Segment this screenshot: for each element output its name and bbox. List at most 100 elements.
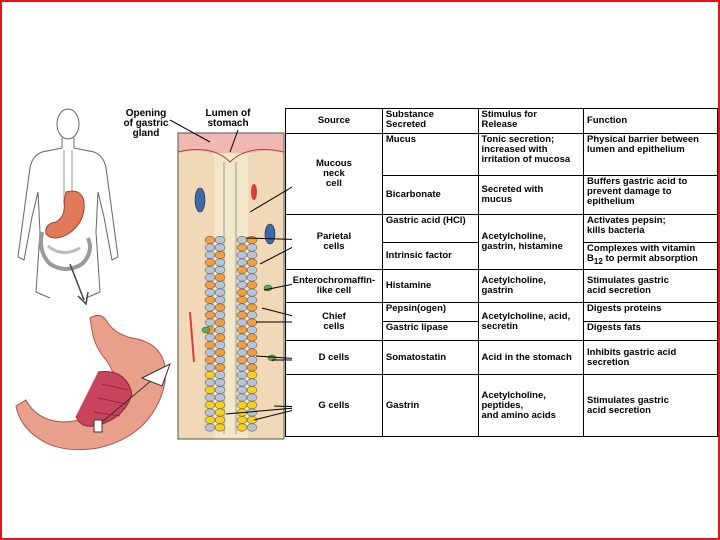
- gland-cell: [214, 258, 226, 267]
- substance-mucus: Mucus: [381, 133, 479, 176]
- gland-cell: [246, 333, 258, 342]
- gland-cell: [214, 378, 226, 387]
- gastric-gland-section: [178, 133, 284, 439]
- gland-cell: [236, 288, 248, 297]
- gland-cell: [236, 251, 248, 259]
- source-g-cells: G cells: [285, 374, 383, 437]
- gland-cell: [236, 348, 248, 357]
- gland-cell: [246, 243, 258, 252]
- gland-cell: [236, 341, 248, 349]
- gland-cell: [236, 236, 248, 244]
- gland-cell: [214, 296, 226, 304]
- gland-cell: [246, 251, 258, 259]
- gland-cell: [214, 356, 226, 364]
- gland-cell: [204, 408, 216, 417]
- function-intrinsic-line1: Complexes with vitamin: [587, 243, 696, 254]
- gland-cell: [236, 311, 248, 319]
- stomach-illustration: [15, 108, 292, 451]
- gland-cell: [246, 386, 258, 394]
- source-ecl-cell: Enterochromaffin-like cell: [285, 269, 383, 303]
- table-row: Enterochromaffin-like cell Histamine Ace…: [285, 269, 718, 303]
- function-gastric-lipase: Digests fats: [583, 321, 718, 341]
- table-row: Gastric lipase Digests fats: [286, 321, 718, 341]
- gland-cell: [214, 333, 226, 342]
- substance-gastrin: Gastrin: [381, 374, 479, 437]
- arrow-down-icon: [77, 291, 89, 306]
- gland-cell: [246, 296, 258, 304]
- gland-cell: [214, 393, 226, 402]
- gland-cell: [204, 416, 216, 424]
- gland-cell: [214, 236, 226, 244]
- gland-cell: [246, 393, 258, 402]
- gland-cell: [204, 356, 216, 364]
- gland-cell: [236, 401, 248, 409]
- gland-cell: [246, 311, 258, 319]
- gland-cell: [204, 311, 216, 319]
- gland-cell: [204, 266, 216, 274]
- substance-bicarbonate: Bicarbonate: [381, 175, 479, 215]
- stimulus-parietal: Acetylcholine,gastrin, histamine: [477, 214, 585, 270]
- gland-cell: [214, 243, 226, 252]
- gland-cell: [204, 236, 216, 244]
- gland-cell: [204, 333, 216, 342]
- gland-cell: [214, 371, 226, 379]
- gland-cell: [214, 266, 226, 274]
- gland-cell: [246, 363, 258, 372]
- gland-cell: [236, 423, 248, 432]
- gland-cell: [204, 371, 216, 379]
- figure-stomach: [39, 190, 92, 271]
- substance-gastric-acid: Gastric acid (HCl): [381, 214, 479, 243]
- gland-cell: [236, 356, 248, 364]
- gland-cell: [236, 333, 248, 342]
- gland-cell: [236, 281, 248, 289]
- gland-cell: [236, 393, 248, 402]
- gland-cell: [214, 408, 226, 417]
- gland-cell: [246, 318, 258, 327]
- gland-cell: [236, 266, 248, 274]
- gland-cell: [204, 363, 216, 372]
- gland-cell: [236, 363, 248, 372]
- gland-cell: [214, 273, 226, 282]
- gland-cell: [204, 423, 216, 432]
- substance-histamine: Histamine: [381, 269, 479, 303]
- gland-cell: [204, 303, 216, 312]
- function-pepsinogen: Digests proteins: [583, 302, 718, 322]
- human-figure: [17, 108, 119, 299]
- gland-cell: [236, 386, 248, 394]
- gland-cell: [214, 303, 226, 312]
- gland-cell: [236, 258, 248, 267]
- gland-cell: [214, 416, 226, 424]
- stimulus-gastrin: Acetylcholine,peptides,and amino acids: [477, 374, 585, 437]
- gland-cell: [204, 341, 216, 349]
- substance-somatostatin: Somatostatin: [381, 340, 479, 375]
- gland-cell: [246, 348, 258, 357]
- vitamin-b: B: [587, 253, 594, 264]
- gland-cell: [204, 251, 216, 259]
- gland-cell: [214, 288, 226, 297]
- gland-cell: [236, 273, 248, 282]
- header-function: Function: [583, 108, 718, 134]
- gland-cell: [246, 341, 258, 349]
- source-d-cells: D cells: [285, 340, 383, 375]
- gland-cell: [204, 401, 216, 409]
- arrow-right-icon: [140, 362, 171, 387]
- gland-cell: [246, 356, 258, 364]
- gland-cell: [214, 281, 226, 289]
- gland-cell: [236, 326, 248, 334]
- gland-cell: [204, 288, 216, 297]
- gland-cells: [201, 236, 277, 432]
- function-intrinsic-line2: to permit absorption: [602, 253, 698, 264]
- gland-cell: [246, 423, 258, 432]
- gland-cell: [204, 296, 216, 304]
